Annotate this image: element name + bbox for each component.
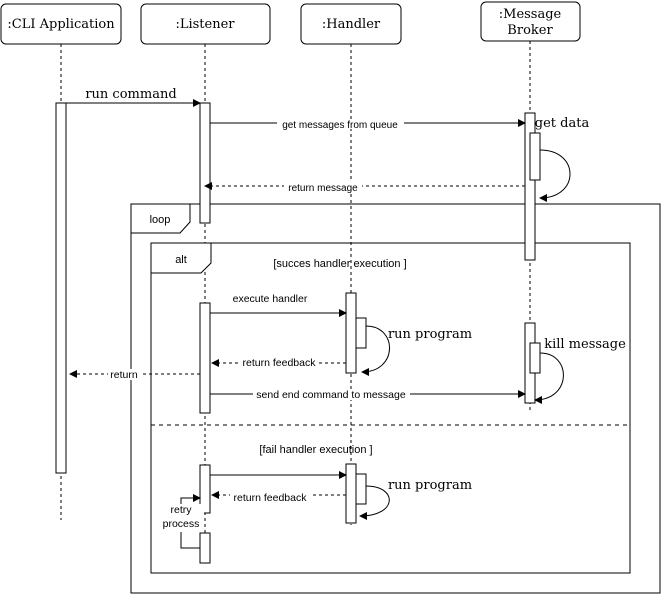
- guard-success: [succes handler execution ]: [273, 258, 406, 270]
- message-run-program-2-label: run program: [388, 478, 472, 493]
- activation-handler-2: [345, 463, 357, 524]
- message-retry-label-1: retry: [171, 504, 193, 516]
- loop-fragment: loop: [130, 203, 661, 594]
- message-return-feedback-1: return feedback: [211, 357, 346, 369]
- participant-broker: :Message Broker: [480, 1, 581, 42]
- message-return: return: [69, 369, 200, 381]
- message-return-message: return message: [204, 182, 525, 194]
- participant-listener-label: :Listener: [175, 17, 235, 32]
- message-kill-message: kill message: [534, 337, 626, 404]
- message-execute-handler: execute handler: [210, 293, 347, 317]
- message-run-program-1-label: run program: [388, 327, 472, 342]
- activation-cli: [55, 102, 67, 474]
- alt-label: alt: [175, 254, 187, 266]
- message-run-command-label: run command: [85, 87, 176, 102]
- message-return-message-label: return message: [288, 183, 358, 194]
- activation-listener-4: [199, 532, 211, 564]
- activation-listener-3: [199, 464, 211, 514]
- activation-broker-self-1: [529, 132, 541, 181]
- message-get-messages-label: get messages from queue: [282, 120, 398, 131]
- participant-cli: :CLI Application: [0, 3, 122, 45]
- participant-handler: :Handler: [300, 3, 402, 45]
- participant-cli-label: :CLI Application: [7, 17, 115, 32]
- participant-listener: :Listener: [140, 3, 271, 45]
- activation-listener-2: [199, 302, 211, 414]
- activation-handler-self-2: [355, 473, 367, 505]
- message-send-end-command-label: send end command to message: [256, 389, 406, 401]
- message-get-messages: get messages from queue: [210, 119, 526, 131]
- activation-handler-1: [345, 292, 357, 374]
- participant-handler-label: :Handler: [322, 17, 381, 32]
- message-return-feedback-2-label: return feedback: [234, 492, 308, 504]
- guard-fail: [fail handler execution ]: [259, 444, 372, 456]
- message-retry-process: retry process: [160, 494, 204, 549]
- message-run-command: run command: [66, 87, 201, 107]
- loop-label: loop: [150, 214, 171, 226]
- message-get-data: get data: [535, 116, 590, 202]
- participant-broker-label-1: :Message: [499, 7, 562, 22]
- message-run-program-2: run program: [359, 478, 472, 520]
- activation-broker-self-2: [529, 342, 541, 374]
- message-send-end-command: send end command to message: [210, 389, 526, 401]
- message-return-label: return: [110, 369, 138, 381]
- message-kill-message-label: kill message: [544, 337, 626, 352]
- participant-broker-label-2: Broker: [507, 23, 553, 38]
- message-get-data-label: get data: [535, 116, 590, 131]
- alt-fragment: alt [succes handler execution ] [fail ha…: [150, 242, 631, 574]
- message-return-feedback-2: return feedback: [211, 490, 346, 504]
- message-return-feedback-1-label: return feedback: [243, 357, 317, 369]
- message-run-program-1: run program: [361, 325, 472, 376]
- message-retry-label-2: process: [163, 518, 200, 530]
- activation-handler-self-1: [355, 317, 367, 349]
- activation-listener-1: [199, 102, 211, 224]
- message-execute-handler-label: execute handler: [233, 293, 308, 305]
